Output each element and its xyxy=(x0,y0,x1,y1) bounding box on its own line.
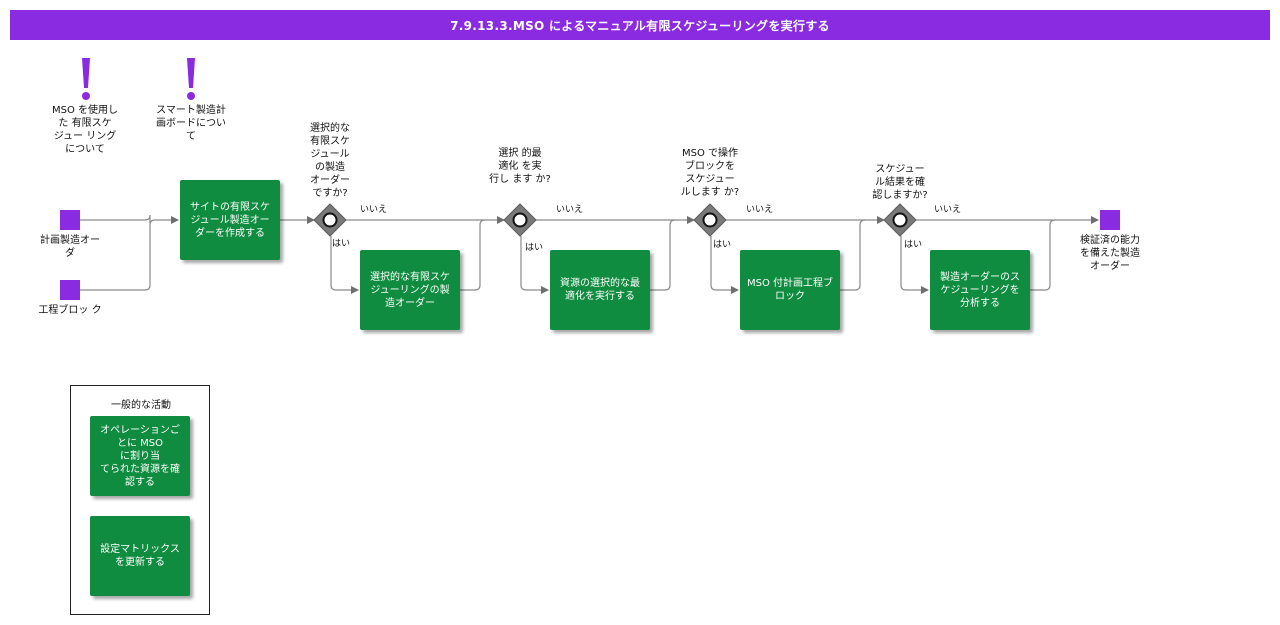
gateway-question-2: 選択 的最 適化 を実 行し ます か? xyxy=(489,148,551,185)
gateway-question-4: スケジュー ル結果を確 認しますか? xyxy=(872,164,928,201)
gateway-3-yes-label: はい xyxy=(713,240,732,250)
legend-task-update-matrix[interactable]: 設定マトリックス を更新する xyxy=(90,516,190,596)
gateway-2-yes-label: はい xyxy=(525,243,544,253)
task-mso-operation-block[interactable]: MSO 付計画工程ブ ロック xyxy=(740,250,840,330)
gateway-3-no-label: いいえ xyxy=(746,205,774,215)
output-label: 検証済の能力 を備えた製造 オーダー xyxy=(1080,235,1140,272)
legend-title: 一般的な活動 xyxy=(111,400,171,411)
output-event-verified-orders[interactable] xyxy=(1100,210,1120,230)
input-event-operation-block[interactable] xyxy=(60,280,80,300)
input-label-operation-block: 工程ブロッ ク xyxy=(38,305,102,316)
task-selective-finite-orders[interactable]: 選択的な有限スケ ジューリングの製 造オーダー xyxy=(360,250,460,330)
input-event-planned-order[interactable] xyxy=(60,210,80,230)
legend-task-verify-resources[interactable]: オペレーションご とに MSO に割り当 てられた資源を確 認する xyxy=(90,416,190,496)
legend-box: 一般的な活動 オペレーションご とに MSO に割り当 てられた資源を確 認する… xyxy=(70,385,210,615)
input-label-planned-order: 計画製造オー ダ xyxy=(40,235,100,259)
exclamation-icon xyxy=(76,58,96,102)
gateway-question-3: MSO で操作 ブロックを スケジュー ルします か? xyxy=(680,148,740,198)
page-title: 7.9.13.3.MSO によるマニュアル有限スケジューリングを実行する xyxy=(10,10,1270,40)
gateway-question-1: 選択的な 有限スケ ジュール の製造 オーダー ですか? xyxy=(310,123,350,199)
task-analyze-scheduling[interactable]: 製造オーダーのス ケジューリングを 分析する xyxy=(930,250,1030,330)
gateway-2-no-label: いいえ xyxy=(556,205,584,215)
exclamation-icon xyxy=(181,58,201,102)
note-smart-board[interactable]: スマート製造計 画ボードについ て xyxy=(156,105,226,142)
task-selective-optimization[interactable]: 資源の選択的な最 適化を実行する xyxy=(550,250,650,330)
gateway-4-yes-label: はい xyxy=(904,240,923,250)
gateway-4-no-label: いいえ xyxy=(934,205,962,215)
gateway-1-yes-label: はい xyxy=(332,239,351,249)
gateway-1-no-label: いいえ xyxy=(360,205,388,215)
gateway-shapes xyxy=(313,203,917,237)
task-create-finite-orders[interactable]: サイトの有限スケ ジュール製造オー ダーを作成する xyxy=(180,180,280,260)
note-mso-scheduling[interactable]: MSO を使用し た 有限スケ ジュー リング について xyxy=(51,105,119,155)
